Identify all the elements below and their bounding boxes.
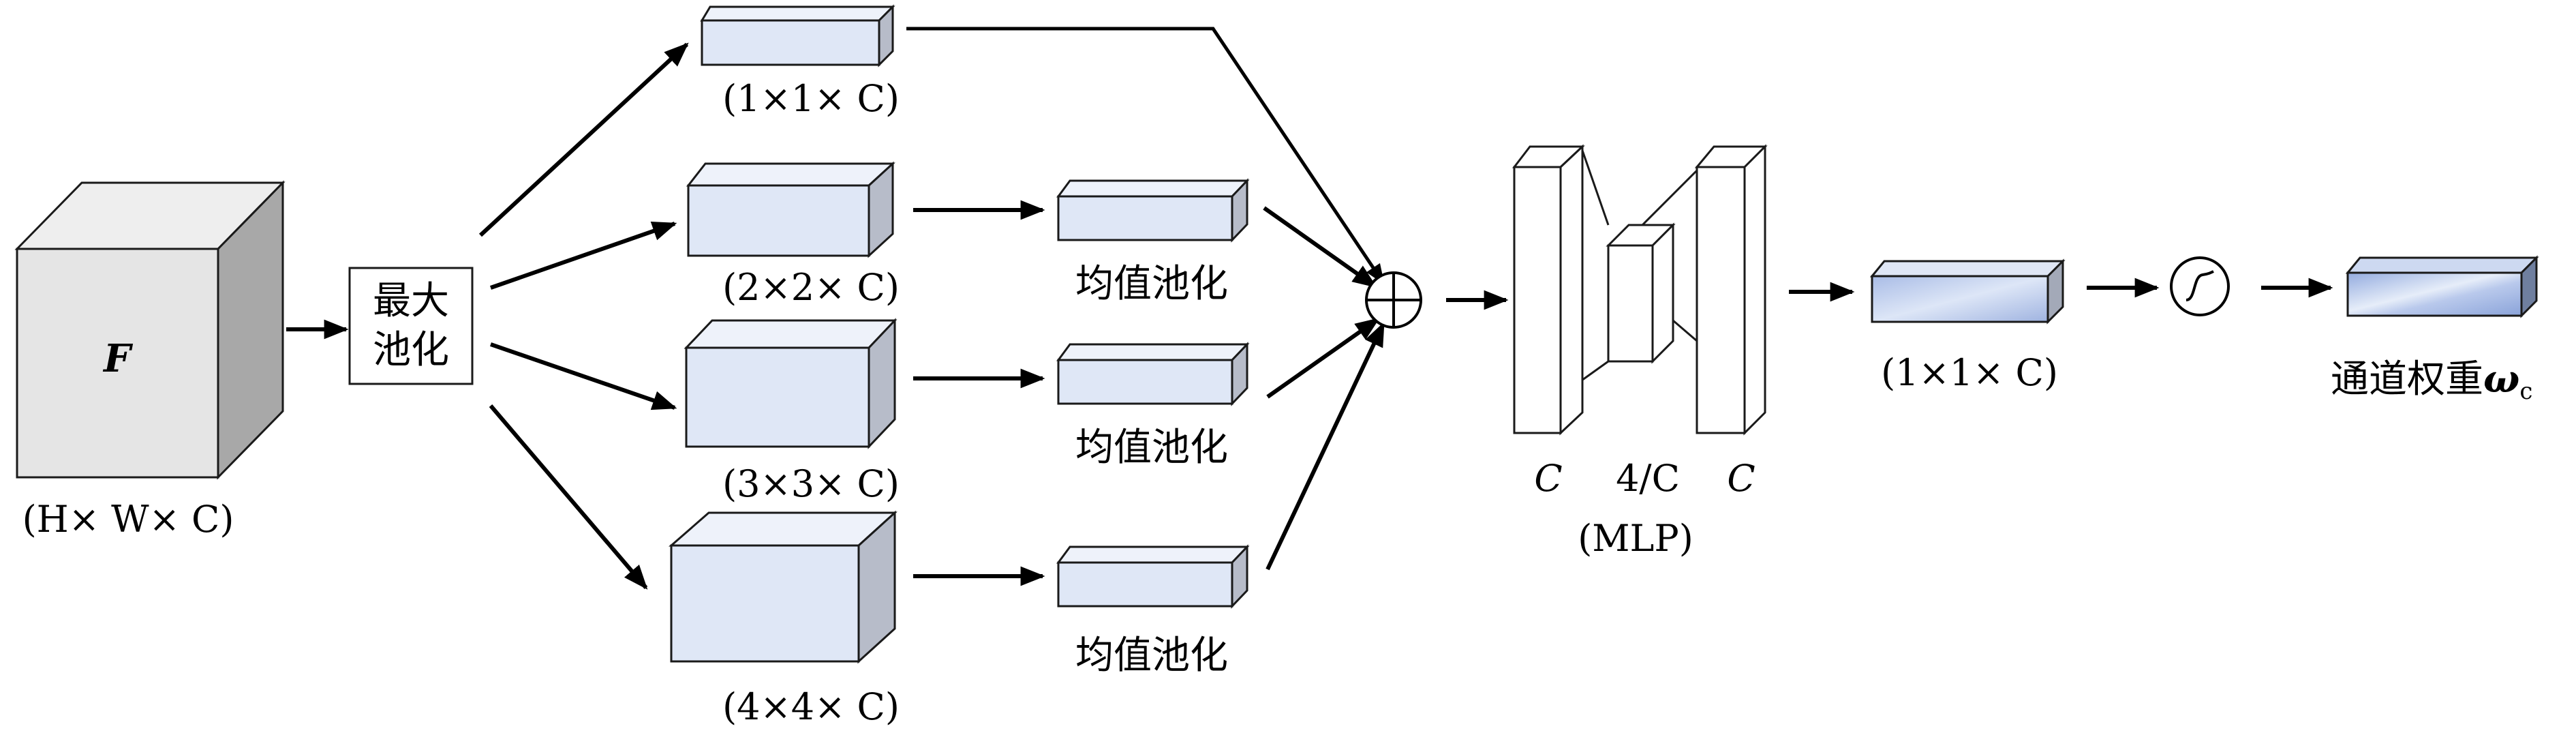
arrow-avgpool-4-to-sum xyxy=(1266,321,1385,571)
arrow-branch-1-to-sum xyxy=(906,27,1385,285)
branch-4-side xyxy=(857,510,896,664)
output-omega-symbol: ω xyxy=(2483,357,2519,402)
sigmoid-curve-icon xyxy=(2186,270,2214,301)
mlp-left-layer-side xyxy=(1559,144,1584,436)
branch-1-dims: (1×1× C) xyxy=(722,77,900,120)
mlp-left-layer-front xyxy=(1513,166,1562,434)
branch-3-front xyxy=(685,346,870,448)
maxpool-label-line2: 池化 xyxy=(373,328,449,372)
mlp-middle-label: 4/C xyxy=(1616,457,1680,500)
branch-4-top xyxy=(669,511,898,547)
input-cube-side xyxy=(217,180,284,480)
branch-3-block xyxy=(684,318,898,449)
output-weight-vector xyxy=(2345,255,2539,318)
avgpool-vector-2 xyxy=(1056,178,1250,243)
branch-4-block xyxy=(669,510,898,664)
mlp-right-layer-front xyxy=(1696,166,1746,434)
arrow-maxpool-to-branch-3 xyxy=(490,342,677,410)
mlp-middle-layer-front xyxy=(1607,244,1654,363)
branch-2-side xyxy=(868,161,894,258)
mlp-right-layer-side xyxy=(1743,144,1766,436)
branch-2-front xyxy=(687,184,870,257)
mlp-right-label: C xyxy=(1727,457,1755,500)
arrow-maxpool-to-branch-2 xyxy=(490,222,677,290)
branch-2-dims: (2×2× C) xyxy=(722,266,900,309)
mlp-middle-layer-side xyxy=(1651,222,1674,364)
branch-4-front xyxy=(670,544,860,663)
fc-output-vector xyxy=(1869,258,2066,325)
arrow-avgpool-2-to-sum xyxy=(1263,206,1377,288)
mlp-caption: (MLP) xyxy=(1578,517,1693,560)
maxpool-box xyxy=(348,267,474,385)
input-dims-label: (H× W× C) xyxy=(22,498,234,541)
sigmoid-node xyxy=(2170,256,2230,316)
branch-2-top xyxy=(686,162,895,187)
arrow-maxpool-to-branch-4 xyxy=(489,404,648,590)
branch-3-side xyxy=(868,318,896,449)
avgpool-label-2: 均值池化 xyxy=(1075,262,1228,306)
sum-node xyxy=(1365,271,1422,329)
branch-3-dims: (3×3× C) xyxy=(722,462,900,505)
fc-output-dims: (1×1× C) xyxy=(1881,351,2058,394)
maxpool-label-line1: 最大 xyxy=(373,279,449,323)
arrow-maxpool-to-branch-1 xyxy=(478,42,689,237)
arrow-avgpool-3-to-sum xyxy=(1266,317,1380,399)
branch-1-block xyxy=(700,4,895,68)
input-feature-symbol: F xyxy=(102,336,134,381)
output-omega-subscript: c xyxy=(2519,378,2532,405)
avgpool-label-3: 均值池化 xyxy=(1075,425,1228,470)
avgpool-vector-4 xyxy=(1056,544,1250,609)
output-label-text: 通道权重 xyxy=(2331,357,2483,402)
mlp-block xyxy=(1512,144,1768,436)
output-label: 通道权重ωc xyxy=(2331,357,2532,405)
branch-2-block xyxy=(686,161,895,258)
branch-4-dims: (4×4× C) xyxy=(722,685,900,728)
branch-1-side xyxy=(878,4,894,68)
mlp-left-label: C xyxy=(1534,457,1562,500)
avgpool-label-4: 均值池化 xyxy=(1075,633,1228,678)
avgpool-vector-3 xyxy=(1056,342,1250,406)
input-feature-cube xyxy=(14,180,286,480)
branch-1-top xyxy=(700,5,895,22)
branch-3-top xyxy=(684,319,898,349)
branch-1-front xyxy=(701,19,880,66)
